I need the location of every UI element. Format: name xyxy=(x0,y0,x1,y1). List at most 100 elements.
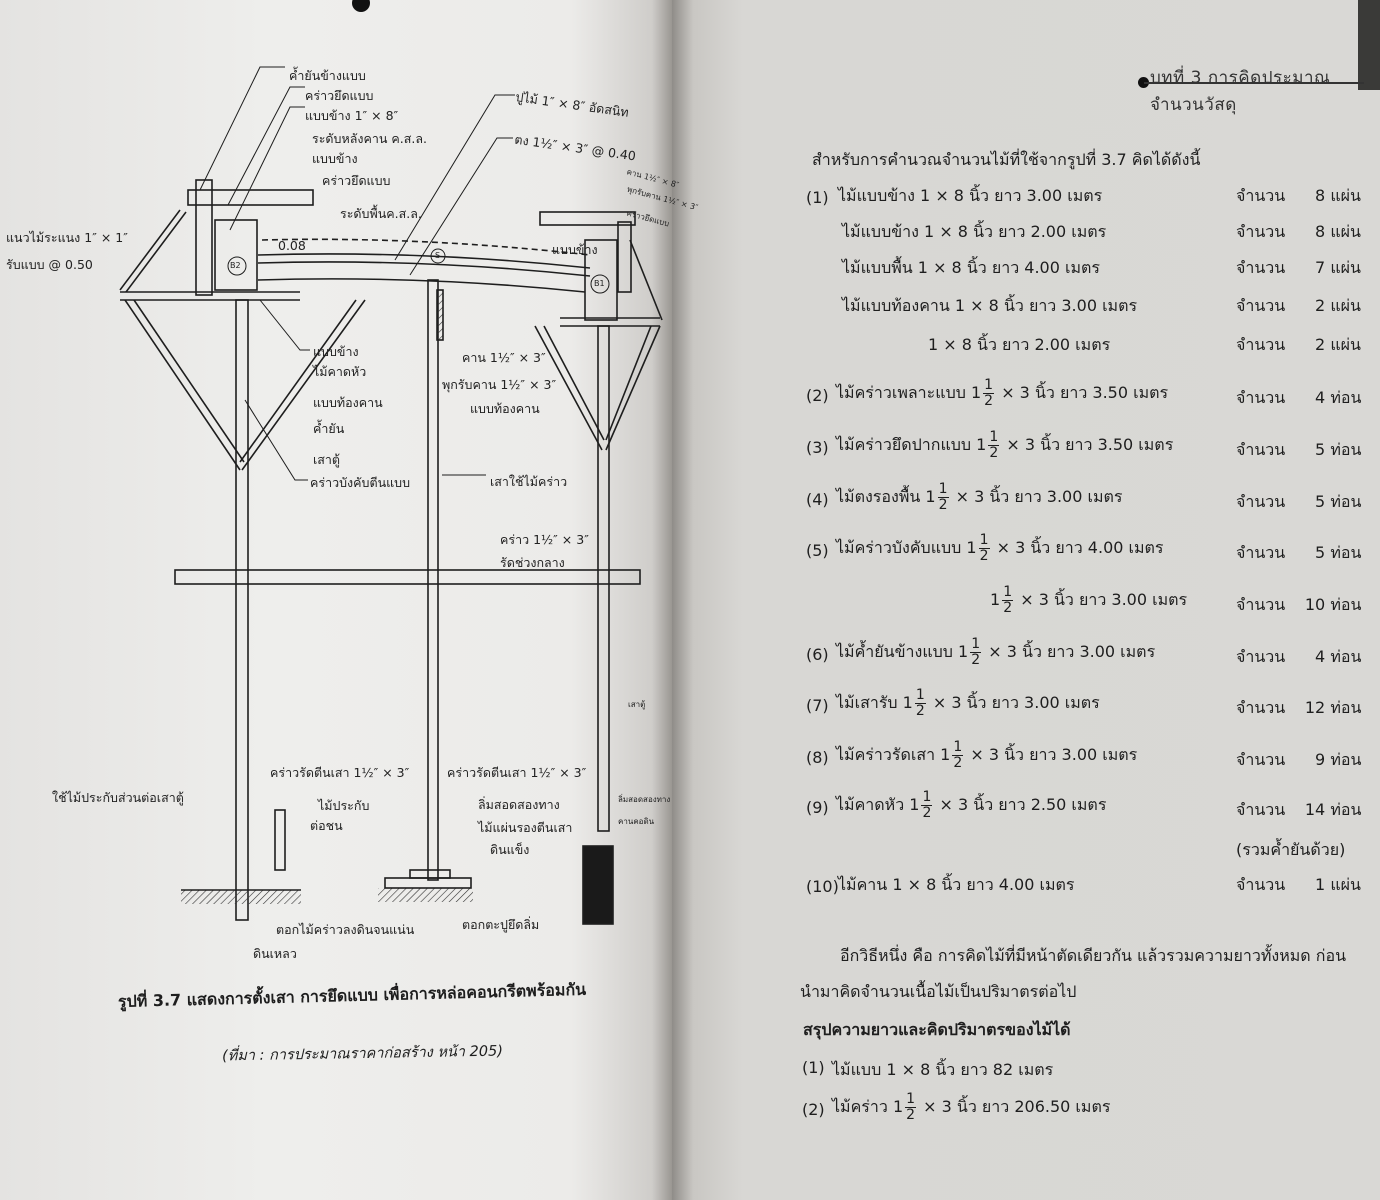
diagram-label: คาน 1½″ × 3″ xyxy=(462,350,546,365)
fraction-den: 2 xyxy=(953,755,963,771)
item-length: × 3 นิ้ว ยาว 4.00 เมตร xyxy=(996,538,1164,557)
ground-beam xyxy=(582,845,614,925)
quantity-unit: แผ่น xyxy=(1330,875,1361,894)
size-whole: 1 xyxy=(940,745,951,764)
diagram-label: แบบท้องคาน xyxy=(470,401,540,416)
left-page xyxy=(0,0,672,1200)
diagram-label: ลิ่มสอดสองทาง xyxy=(478,797,560,812)
diagram-label: แนวไม้ระแนง 1″ × 1″ xyxy=(6,230,128,245)
diagram-label: 0.08 xyxy=(278,238,306,253)
fraction-num: 1 xyxy=(921,789,933,806)
quantity-value: 8 xyxy=(1315,186,1326,205)
fraction-den: 2 xyxy=(915,703,925,719)
item-length: × 3 นิ้ว ยาว 3.00 เมตร xyxy=(970,745,1138,764)
fraction-num: 1 xyxy=(970,636,982,653)
right-waler xyxy=(539,211,636,226)
quantity-label: จำนวน xyxy=(1236,595,1286,614)
quantity-label: จำนวน xyxy=(1236,222,1286,241)
diagram-label: ค้ำยัน xyxy=(313,421,345,436)
item-length: × 3 นิ้ว ยาว 3.00 เมตร xyxy=(955,487,1123,506)
quantity-label: จำนวน xyxy=(1236,388,1286,407)
item-name: ไม้แบบข้าง xyxy=(842,222,919,241)
left-beam-form xyxy=(214,219,258,291)
diagram-label: แบบท้องคาน xyxy=(313,395,383,410)
item-spec: ไม้คาน 1 × 8 นิ้ว ยาว 4.00 เมตร xyxy=(838,873,1075,898)
size-whole: 1 × 8 xyxy=(924,222,968,241)
item-spec: ไม้แบบ 1 × 8 นิ้ว ยาว 82 เมตร xyxy=(832,1058,1053,1083)
item-number: (2) xyxy=(806,386,829,405)
formwork-diagram xyxy=(119,66,663,925)
diagram-label: คร่าวบังคับตีนแบบ xyxy=(310,475,411,490)
item-length: × 3 นิ้ว ยาว 3.00 เมตร xyxy=(988,642,1156,661)
item-length: นิ้ว ยาว 4.00 เมตร xyxy=(966,258,1100,277)
quantity-label: จำนวน xyxy=(1236,440,1286,459)
paragraph: นำมาคิดจำนวนเนื้อไม้เป็นปริมาตรต่อไป xyxy=(800,982,1077,1001)
quantity-value: 14 xyxy=(1304,800,1326,819)
quantity-unit: ท่อน xyxy=(1330,647,1362,666)
item-spec: ไม้แบบพื้น 1 × 8 นิ้ว ยาว 4.00 เมตร xyxy=(842,256,1100,281)
diagram-label: แบบข้าง xyxy=(312,151,358,166)
left-post xyxy=(235,299,249,921)
diagram-label: B2 xyxy=(230,261,241,270)
fraction-den: 2 xyxy=(979,548,989,564)
item-length: นิ้ว ยาว 4.00 เมตร xyxy=(941,875,1075,894)
page-corner xyxy=(1358,0,1380,90)
quantity-value: 7 xyxy=(1315,258,1326,277)
figure-source: (ที่มา : การประมาณราคาก่อสร้าง หน้า 205) xyxy=(221,1043,504,1065)
item-name: ไม้คร่าวเพลาะแบบ xyxy=(836,383,966,402)
right-post xyxy=(597,325,610,832)
quantity-label: จำนวน xyxy=(1236,296,1286,315)
quantity-label: จำนวน xyxy=(1236,543,1286,562)
item-name: ไม้แบบข้าง xyxy=(838,186,915,205)
quantity-unit: ท่อน xyxy=(1330,388,1362,407)
item-spec: ไม้แบบท้องคาน 1 × 8 นิ้ว ยาว 3.00 เมตร xyxy=(842,294,1137,319)
size-whole: 1 × 8 xyxy=(920,186,964,205)
fraction-den: 2 xyxy=(1003,600,1013,616)
diagram-label: ตอกตะปูยึดลิ่ม xyxy=(462,917,540,932)
quantity-unit: ท่อน xyxy=(1330,492,1362,511)
left-post-top xyxy=(195,179,213,296)
item-length: × 3 นิ้ว ยาว 3.50 เมตร xyxy=(1006,435,1174,454)
fraction-den: 2 xyxy=(938,497,948,513)
header-rule xyxy=(1144,82,1364,84)
item-name: ไม้ตงรองพื้น xyxy=(836,487,921,506)
diagram-label: แบบข้าง xyxy=(313,344,359,359)
center-post xyxy=(427,279,439,881)
quantity-unit: ท่อน xyxy=(1330,800,1362,819)
quantity-unit: ท่อน xyxy=(1330,595,1362,614)
size-whole: 1 × 8 xyxy=(886,1060,931,1079)
diagram-label: ระดับหลังคาน ค.ส.ล. xyxy=(312,131,427,146)
fraction-num: 1 xyxy=(952,739,964,756)
fraction-den: 2 xyxy=(984,393,994,409)
quantity-value: 2 xyxy=(1315,296,1326,315)
quantity-value: 8 xyxy=(1315,222,1326,241)
quantity-value: 5 xyxy=(1315,543,1326,562)
item-quantity: จำนวน 8 แผ่น xyxy=(1236,220,1361,245)
size-whole: 1 xyxy=(925,487,936,506)
fraction-den: 2 xyxy=(989,445,999,461)
fraction-num: 1 xyxy=(905,1091,917,1108)
quantity-unit: แผ่น xyxy=(1330,222,1361,241)
summary-title: สรุปความยาวและคิดปริมาตรของไม้ได้ xyxy=(803,1020,1071,1039)
diagram-label: ดินแข็ง xyxy=(490,842,530,857)
item-number: (9) xyxy=(806,798,829,817)
diagram-label: ไม้แผ่นรองตีนเสา xyxy=(478,820,573,835)
item-name: ไม้เสารับ xyxy=(836,693,898,712)
item-number: (4) xyxy=(806,490,829,509)
right-page xyxy=(672,0,1380,1200)
diagram-label: เสาใช้ไม้คร่าว xyxy=(490,474,568,489)
fraction-den: 2 xyxy=(922,805,932,821)
